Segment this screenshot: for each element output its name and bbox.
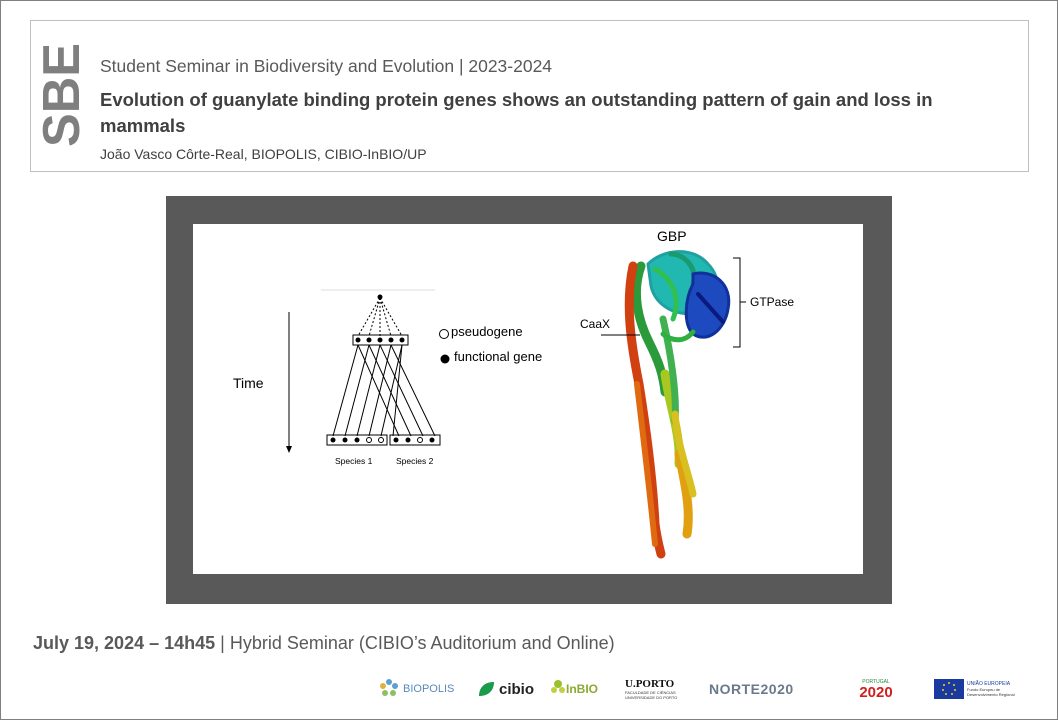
species-1-label: Species 1 bbox=[335, 456, 373, 466]
speaker-affiliation: João Vasco Côrte-Real, BIOPOLIS, CIBIO-I… bbox=[100, 146, 427, 162]
uporto-logo: U.PORTO FACULDADE DE CIÊNCIAS UNIVERSIDA… bbox=[625, 672, 697, 706]
gbp-protein-structure bbox=[624, 250, 731, 559]
cibio-text: cibio bbox=[499, 680, 535, 698]
figure-frame: Time bbox=[166, 196, 892, 604]
eu-sub-text: Fundo Europeu de Desenvolvimento Regiona… bbox=[967, 687, 1015, 697]
event-details: | Hybrid Seminar (CIBIO’s Auditorium and… bbox=[215, 633, 615, 653]
seminar-series: Student Seminar in Biodiversity and Evol… bbox=[100, 56, 553, 76]
caax-label: CaaX bbox=[580, 317, 610, 331]
sbe-logo-text: SBE bbox=[39, 43, 83, 147]
inbio-logo: InBIO bbox=[550, 672, 602, 706]
seminar-title: Evolution of guanylate binding protein g… bbox=[100, 89, 933, 136]
gtpase-label: GTPase bbox=[750, 295, 794, 309]
pseudogene-symbol bbox=[439, 329, 449, 339]
legend-pseudogene: pseudogene bbox=[451, 324, 523, 339]
inbio-tree-icon bbox=[551, 680, 565, 693]
portugal-text: PORTUGAL bbox=[862, 678, 890, 685]
eu-title-text: UNIÃO EUROPEIA bbox=[967, 681, 1011, 687]
protein-title: GBP bbox=[657, 228, 687, 244]
portugal2020-logo: PORTUGAL 2020 bbox=[844, 672, 908, 706]
sponsor-logos: BIOPOLIS cibio InBIO U.PORTO FACULDADE D… bbox=[378, 672, 1018, 708]
cibio-leaf-icon bbox=[479, 682, 494, 696]
figure-panel: Time bbox=[193, 224, 863, 574]
gtpase-bracket bbox=[733, 257, 746, 348]
gene-tree bbox=[321, 289, 441, 446]
time-axis bbox=[286, 312, 292, 453]
uporto-main-text: U.PORTO bbox=[625, 678, 675, 690]
cibio-logo: cibio bbox=[476, 672, 542, 706]
eu-flag-icon bbox=[934, 679, 964, 699]
legend-functional-gene: functional gene bbox=[454, 349, 542, 364]
portugal2020-text: 2020 bbox=[859, 683, 893, 701]
eu-logo: UNIÃO EUROPEIA Fundo Europeu de Desenvol… bbox=[934, 672, 1018, 706]
uporto-sub-text: FACULDADE DE CIÊNCIAS UNIVERSIDADE DO PO… bbox=[625, 690, 678, 700]
event-line: July 19, 2024 – 14h45 | Hybrid Seminar (… bbox=[33, 633, 615, 654]
inbio-text: InBIO bbox=[566, 682, 598, 696]
norte2020-logo: NORTE2020 bbox=[709, 672, 819, 706]
tree-nodes bbox=[330, 294, 435, 443]
species-2-label: Species 2 bbox=[396, 456, 434, 466]
time-label: Time bbox=[233, 375, 264, 391]
sbe-logo: SBE bbox=[39, 43, 83, 147]
header-box: SBE Student Seminar in Biodiversity and … bbox=[30, 20, 1029, 172]
biopolis-text: BIOPOLIS bbox=[403, 683, 455, 695]
functional-gene-symbol bbox=[440, 354, 450, 364]
norte2020-text: NORTE2020 bbox=[709, 681, 794, 697]
event-date-time: July 19, 2024 – 14h45 bbox=[33, 633, 216, 653]
biopolis-logo: BIOPOLIS bbox=[378, 672, 464, 706]
figure-illustration: Time bbox=[233, 228, 794, 559]
biopolis-flower-icon bbox=[380, 679, 398, 696]
